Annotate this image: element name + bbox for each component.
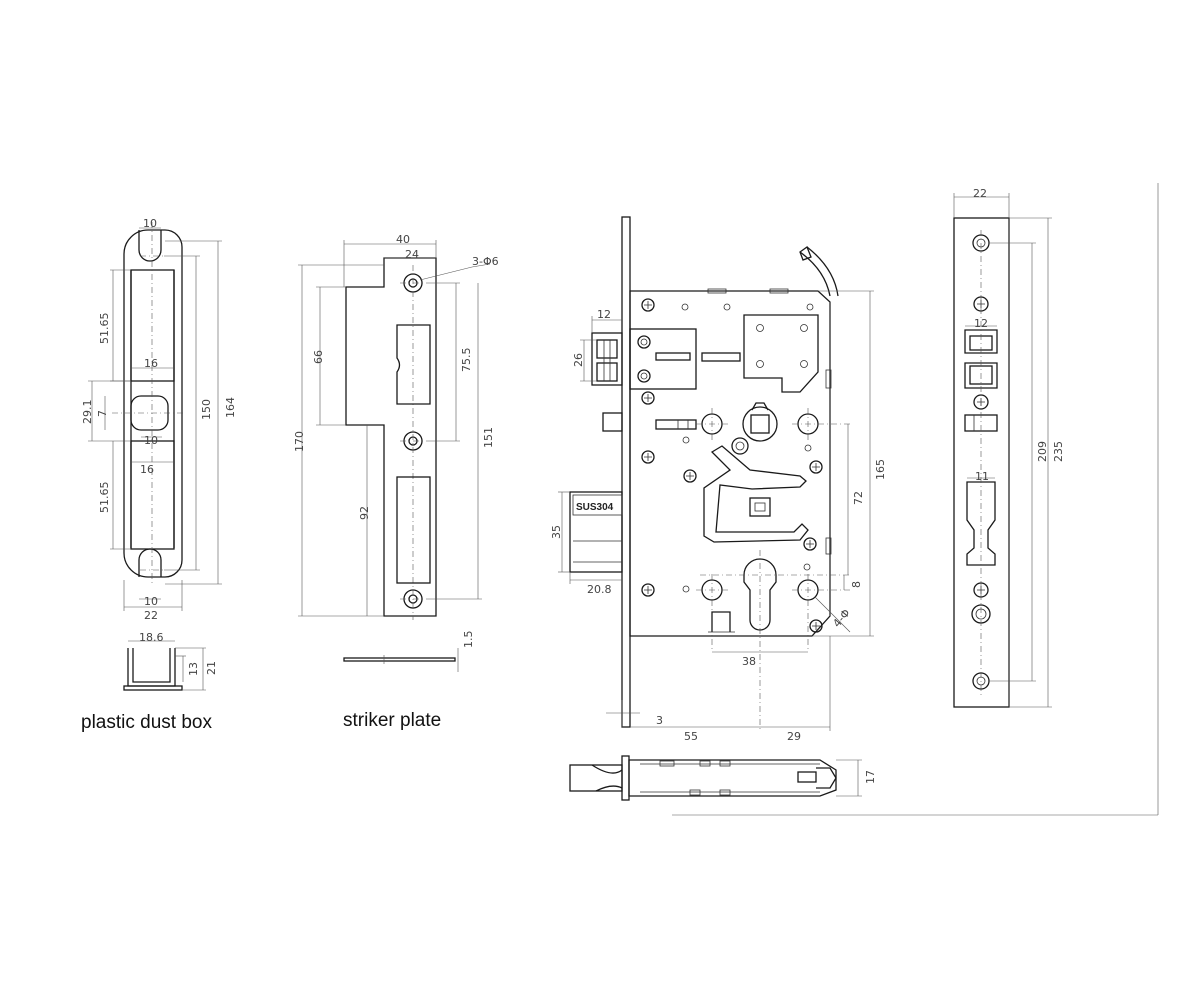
faceplate-width-dim: 22 bbox=[973, 187, 987, 200]
spindle-to-cyl-dim: 72 bbox=[852, 491, 865, 505]
dust-box-caption: plastic dust box bbox=[81, 712, 212, 733]
screw-holes-note: 4-Φ bbox=[830, 606, 853, 630]
body-height-dim: 165 bbox=[874, 459, 887, 480]
body-thickness-dim: 17 bbox=[864, 770, 877, 784]
cyl-offset-dim: 8 bbox=[850, 581, 863, 588]
faceplate-hole-span: 209 bbox=[1036, 441, 1049, 462]
dust-box-bottom-width: 22 bbox=[144, 609, 158, 622]
striker-hole-offset: 24 bbox=[405, 248, 419, 261]
striker-thickness: 1.5 bbox=[462, 631, 475, 649]
lock-body-bottom-view: 17 bbox=[569, 755, 877, 801]
dust-box-inner-length: 150 bbox=[200, 399, 213, 420]
dust-box-mid-height: 29.1 bbox=[81, 400, 94, 425]
dust-box-section-inner: 13 bbox=[187, 662, 200, 676]
striker-plate-view: 40 24 3-Φ6 66 75.5 170 92 151 1.5 strike… bbox=[293, 233, 499, 731]
dust-box-lower-slot-dim: 51.65 bbox=[98, 482, 111, 514]
striker-length: 170 bbox=[293, 431, 306, 452]
striker-slot-75: 75.5 bbox=[460, 348, 473, 373]
deadbolt-height-dim: 35 bbox=[550, 525, 563, 539]
faceplate-latch-width: 12 bbox=[974, 317, 988, 330]
dust-box-slot-width-lower: 16 bbox=[140, 463, 154, 476]
faceplate-length: 235 bbox=[1052, 441, 1065, 462]
backset-right-dim: 29 bbox=[787, 730, 801, 743]
dust-box-top-width: 10 bbox=[143, 217, 157, 230]
dust-box-upper-slot-dim: 51.65 bbox=[98, 313, 111, 345]
deadbolt-material-stamp: SUS304 bbox=[576, 502, 614, 513]
lock-body-screws bbox=[637, 298, 823, 633]
striker-hole-span: 151 bbox=[482, 427, 495, 448]
drawing-frame bbox=[672, 183, 1159, 816]
dust-box-mid-hole: 7 bbox=[96, 410, 109, 417]
deadbolt-throw-dim: 20.8 bbox=[587, 583, 612, 596]
hole-spacing-dim: 38 bbox=[742, 655, 756, 668]
faceplate-cyl-width: 11 bbox=[975, 470, 989, 483]
dust-box-section-width: 18.6 bbox=[139, 631, 164, 644]
striker-height-66: 66 bbox=[312, 350, 325, 364]
lock-body-view: SUS304 bbox=[550, 216, 887, 743]
dust-box-overall-length: 164 bbox=[224, 397, 237, 418]
striker-holes-note: 3-Φ6 bbox=[472, 255, 499, 268]
dust-box-bottom-inner: 10 bbox=[144, 595, 158, 608]
striker-width: 40 bbox=[396, 233, 410, 246]
latch-width-dim: 12 bbox=[597, 308, 611, 321]
dust-box-mid-width: 10 bbox=[144, 434, 158, 447]
faceplate-view: 22 12 11 209 235 bbox=[953, 187, 1065, 708]
latch-height-dim: 26 bbox=[572, 353, 585, 367]
striker-lower-92: 92 bbox=[358, 506, 371, 520]
dust-box-view: 10 51.65 16 29.1 7 10 16 51.65 150 164 1… bbox=[81, 217, 237, 733]
striker-caption: striker plate bbox=[343, 710, 441, 731]
faceplate-thickness-dim: 3 bbox=[656, 714, 663, 727]
dust-box-section-height: 21 bbox=[205, 661, 218, 675]
backset-dim: 55 bbox=[684, 730, 698, 743]
dust-box-slot-width-upper: 16 bbox=[144, 357, 158, 370]
